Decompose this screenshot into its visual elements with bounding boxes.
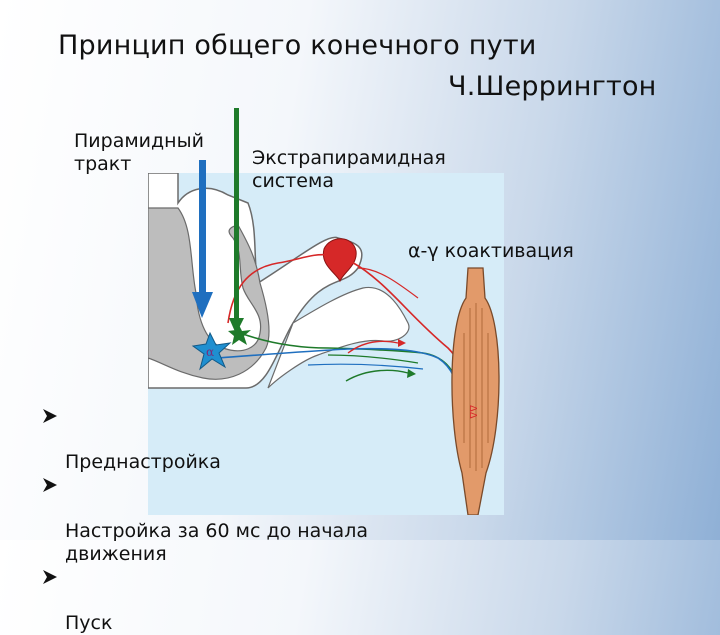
bullet-item: Преднастройка [42, 405, 425, 474]
alpha-efferent [217, 347, 461, 404]
sensory-afferent [227, 253, 469, 389]
signal-arrowhead-red [398, 339, 406, 347]
bullet-list: Преднастройка Настройка за 60 мс до нача… [42, 405, 425, 635]
arrow-bullet-icon [43, 570, 57, 584]
slide-title: Принцип общего конечного пути [58, 30, 537, 61]
arrow-bullet-icon [43, 409, 57, 423]
muscle [451, 267, 500, 515]
bullet-text: Пуск [65, 612, 113, 634]
signal-arrow-red [347, 340, 399, 354]
bullet-item: Пуск [42, 566, 425, 635]
dorsal-root-ganglion [322, 238, 357, 283]
bullet-item: Настройка за 60 мс до начала движения [42, 474, 425, 566]
alpha-motor-neuron [191, 331, 232, 371]
pyramidal-tract-label: Пирамидный тракт [74, 130, 204, 175]
alpha-symbol: α [206, 345, 214, 359]
bullet-text: Настройка за 60 мс до начала движения [65, 520, 368, 565]
extrapyramidal-system-label: Экстрапирамидная система [252, 147, 446, 192]
coactivation-label: α-γ коактивация [408, 240, 574, 262]
signal-arrow-green [345, 369, 409, 382]
gamma-efferent-2 [327, 354, 419, 364]
nerve-root [267, 286, 410, 389]
signal-arrowhead-green [407, 369, 416, 378]
slide-author: Ч.Шеррингтон [448, 71, 657, 102]
alpha-efferent-2 [307, 363, 424, 370]
bullet-text: Преднастройка [65, 451, 221, 473]
sensory-afferent-2 [357, 267, 419, 299]
arrow-bullet-icon [43, 478, 57, 492]
muscle-fibers [463, 303, 489, 471]
muscle-spindle-mark: ΔΔ [467, 405, 478, 419]
gamma-motor-neuron [228, 323, 251, 345]
